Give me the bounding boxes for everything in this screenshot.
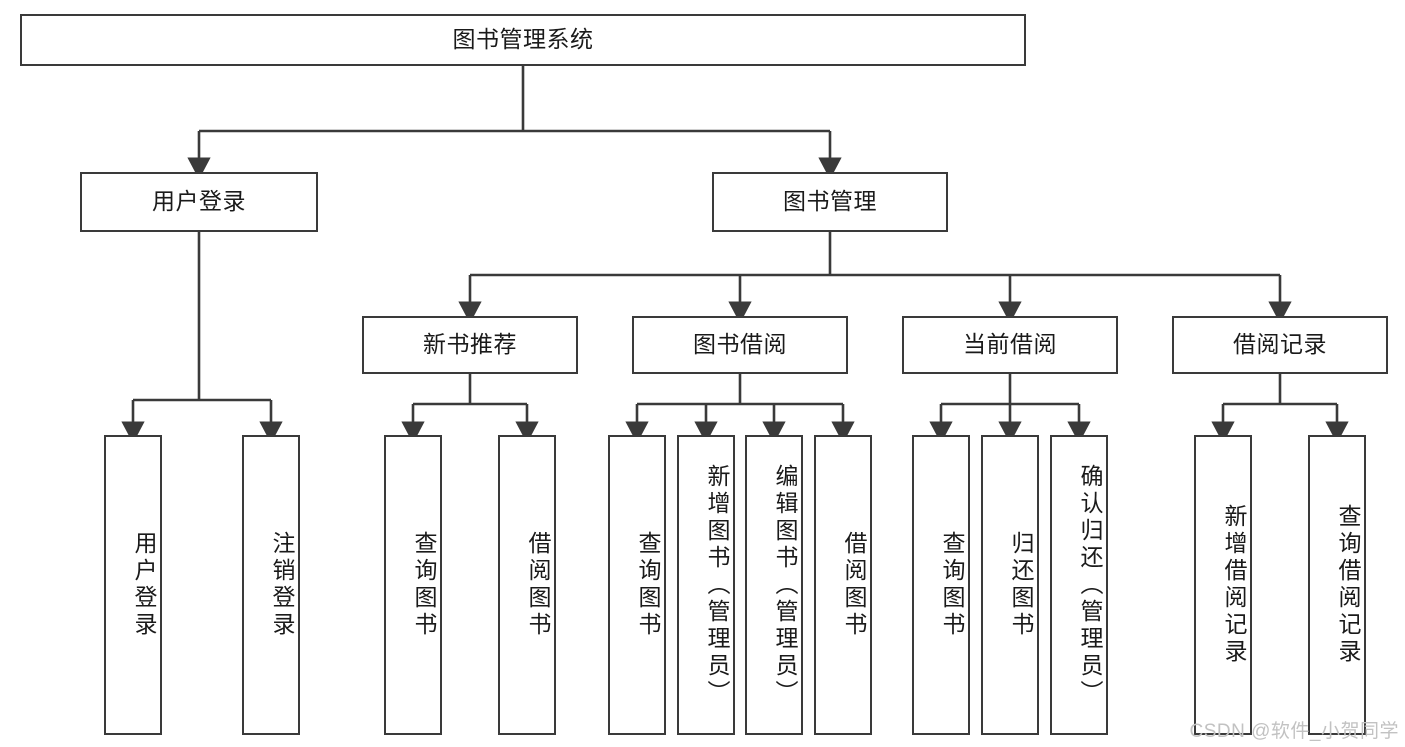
leaf-label: 查询图书	[411, 531, 437, 639]
leaf-record-add-record[interactable]: 新增借阅记录	[1194, 435, 1252, 735]
leaf-label: 查询图书	[635, 531, 661, 639]
node-new-book-recommend[interactable]: 新书推荐	[362, 316, 578, 374]
node-current-borrow[interactable]: 当前借阅	[902, 316, 1118, 374]
leaf-current-query-book[interactable]: 查询图书	[912, 435, 970, 735]
leaf-recommend-borrow-book[interactable]: 借阅图书	[498, 435, 556, 735]
leaf-label: 用户登录	[131, 531, 157, 639]
node-book-management[interactable]: 图书管理	[712, 172, 948, 232]
leaf-borrow-add-book-admin[interactable]: 新增图书（管理员）	[677, 435, 735, 735]
leaf-user-login-signin[interactable]: 用户登录	[104, 435, 162, 735]
node-borrow-record[interactable]: 借阅记录	[1172, 316, 1388, 374]
leaf-borrow-edit-book-admin[interactable]: 编辑图书（管理员）	[745, 435, 803, 735]
leaf-label: 借阅图书	[841, 531, 867, 639]
node-book-borrow[interactable]: 图书借阅	[632, 316, 848, 374]
leaf-label: 编辑图书（管理员）	[772, 463, 798, 707]
csdn-watermark: CSDN @软件_小贺同学	[1189, 721, 1399, 742]
leaf-label: 查询图书	[939, 531, 965, 639]
node-root-system[interactable]: 图书管理系统	[20, 14, 1026, 66]
leaf-current-confirm-return-admin[interactable]: 确认归还（管理员）	[1050, 435, 1108, 735]
leaf-label: 确认归还（管理员）	[1077, 463, 1103, 707]
node-user-login[interactable]: 用户登录	[80, 172, 318, 232]
leaf-label: 新增图书（管理员）	[704, 463, 730, 707]
leaf-label: 新增借阅记录	[1221, 504, 1247, 666]
leaf-borrow-query-book[interactable]: 查询图书	[608, 435, 666, 735]
leaf-borrow-borrow-book[interactable]: 借阅图书	[814, 435, 872, 735]
leaf-label: 借阅图书	[525, 531, 551, 639]
leaf-user-login-signout[interactable]: 注销登录	[242, 435, 300, 735]
leaf-label: 归还图书	[1008, 531, 1034, 639]
leaf-record-query-record[interactable]: 查询借阅记录	[1308, 435, 1366, 735]
leaf-label: 注销登录	[269, 531, 295, 639]
leaf-label: 查询借阅记录	[1335, 504, 1361, 666]
leaf-current-return-book[interactable]: 归还图书	[981, 435, 1039, 735]
leaf-recommend-query-book[interactable]: 查询图书	[384, 435, 442, 735]
